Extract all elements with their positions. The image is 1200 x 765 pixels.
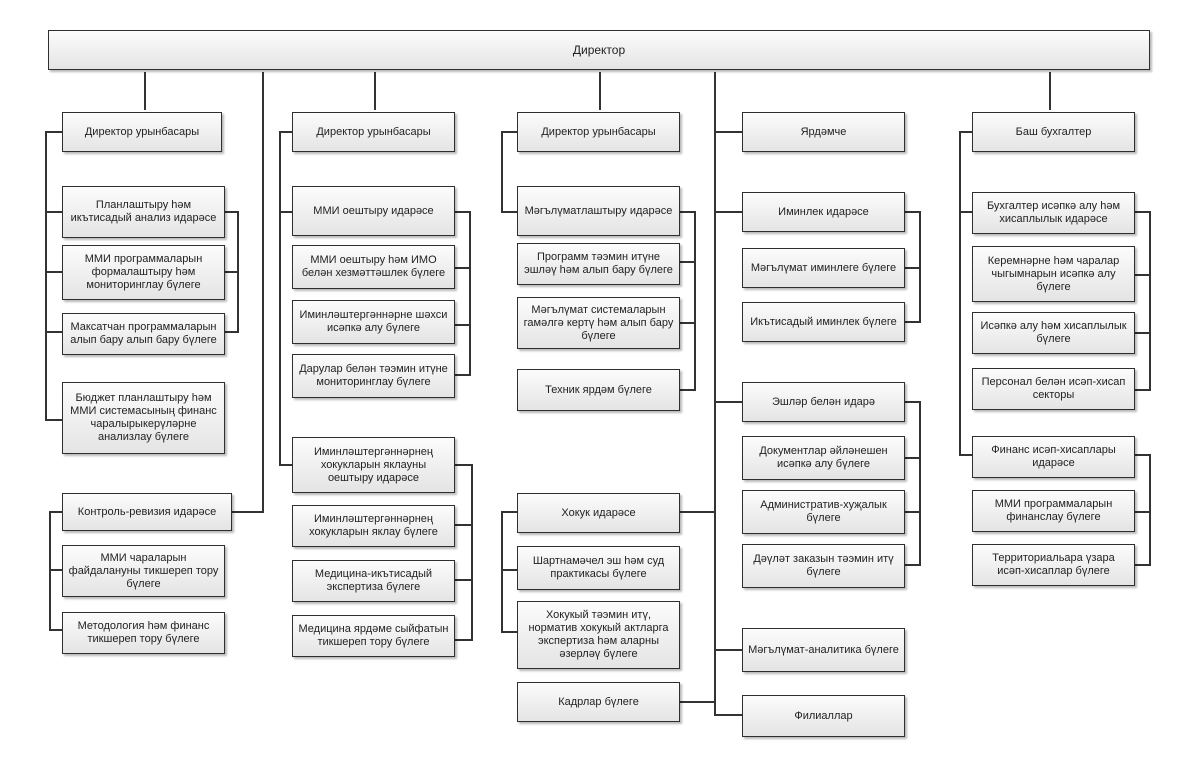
personnel-settlement-sector: Персонал белән исәп-хисап секторы [972,368,1135,410]
target-program-dept: Максатчан программаларын алып бару алып … [62,313,225,355]
info-analytics-dept: Мәгълүмат-аналитика бүлеге [742,628,905,672]
medical-economic-expertise-dept: Медицина-икътисадый экспертиза бүлеге [292,560,455,602]
methodology-finance-dept: Методология һәм финанс тикшереп тору бүл… [62,612,225,654]
mmi-imo-cooperation-dept: ММИ оештыру һәм ИМО белән хезмәттәшлек б… [292,245,455,289]
administrative-economic-dept: Административ-хуҗалык бүлеге [742,490,905,534]
drug-supply-monitoring-dept: Дарулар белән тәэмин итүне мониторинглау… [292,354,455,398]
security-admin: Иминлек идарәсе [742,192,905,232]
finance-settlement-admin: Финанс исәп-хисаплары идарәсе [972,436,1135,478]
director-box: Директор [48,30,1150,70]
revenue-expense-dept: Керемнәрне һәм чаралар чыгымнарын исәпкә… [972,246,1135,302]
economic-security-dept: Икътисадый иминлек бүлеге [742,302,905,342]
legal-admin: Хокук идарәсе [517,493,680,533]
chief-accountant: Баш бухгалтер [972,112,1135,152]
assistant-box: Ярдәмче [742,112,905,152]
document-flow-dept: Документлар әйләнешен исәпкә алу бүлеге [742,436,905,480]
planning-dept: Планлаштыру һәм икътисадый анализ идарәс… [62,186,225,238]
affairs-admin: Эшләр белән идарә [742,382,905,422]
insured-personal-account-dept: Иминләштергәннәрне шәхси исәпкә алу бүле… [292,300,455,344]
tech-support-dept: Техник ярдәм бүлеге [517,369,680,411]
state-order-dept: Дәүләт заказын тәэмин итү бүлеге [742,544,905,588]
mmi-usage-control-dept: ММИ чараларын файдалануны тикшереп тору … [62,545,225,597]
software-dev-dept: Программ тәэмин итүне эшләү һәм алып бар… [517,243,680,285]
deputy-director-2: Директор урынбасары [292,112,455,152]
rights-protection-admin: Иминләштергәннәрнең хокукларын яклауны о… [292,437,455,493]
mmi-program-finance-dept: ММИ программаларын финанслау бүлеге [972,490,1135,532]
territorial-settlement-dept: Территориальара үзара исәп-хисаплар бүле… [972,544,1135,586]
branches-box: Филиаллар [742,695,905,737]
accounting-reporting-dept: Исәпкә алу һәм хисаплылык бүлеге [972,312,1135,354]
hr-dept: Кадрлар бүлеге [517,682,680,722]
program-forming-dept: ММИ программаларын формалаштыру һәм мони… [62,245,225,300]
budget-planning-dept: Бюджет планлаштыру һәм ММИ системасының … [62,382,225,454]
deputy-director-1: Директор урынбасары [62,112,222,152]
contract-court-dept: Шартнамәчел эш һәм суд практикасы бүлеге [517,546,680,590]
info-systems-dept: Мәгълүмат системаларын гамәлгә кертү һәм… [517,297,680,349]
info-security-dept: Мәгълүмат иминлеге бүлеге [742,248,905,288]
deputy-director-3: Директор урынбасары [517,112,680,152]
medical-care-quality-dept: Медицина ярдәме сыйфатын тикшереп тору б… [292,615,455,657]
legal-support-expertise-dept: Хокукый тәэмин итү, норматив хокукый акт… [517,601,680,669]
informatization-admin: Мәгълүматлаштыру идарәсе [517,186,680,236]
rights-protection-dept: Иминләштергәннәрнең хокукларын яклау бүл… [292,505,455,547]
mmi-organization-admin: ММИ оештыру идарәсе [292,186,455,236]
accounting-admin: Бухгалтер исәпкә алу һәм хисаплылык идар… [972,192,1135,234]
control-revision-dept: Контроль-ревизия идарәсе [62,493,232,531]
